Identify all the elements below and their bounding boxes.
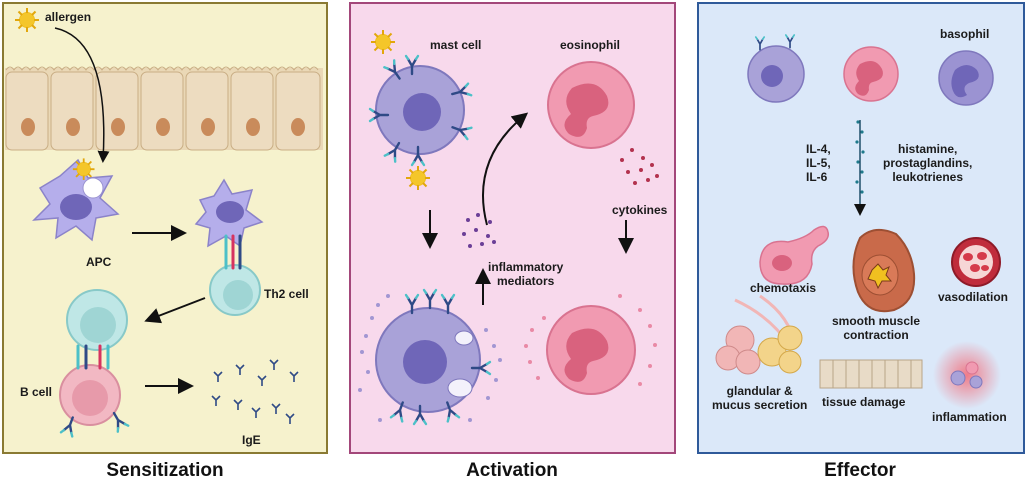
tissue-damage-layer — [819, 359, 923, 389]
mediator-dots — [462, 213, 496, 248]
title-sensitization: Sensitization — [106, 460, 224, 481]
label-mast-cell: mast cell — [430, 38, 482, 52]
allergen-uptake-arrow — [54, 27, 110, 163]
mediator-release-dots — [855, 120, 865, 194]
label-cytokines: cytokines — [612, 203, 668, 217]
ige-antibodies — [211, 359, 299, 424]
effector-eosinophil — [843, 46, 899, 102]
allergen-free-icon — [405, 165, 431, 191]
label-apc: APC — [86, 255, 112, 269]
label-smooth-muscle-contraction: smooth muscle contraction — [832, 314, 921, 342]
label-chemotaxis: chemotaxis — [750, 281, 817, 295]
chemotaxis-cell — [759, 225, 830, 285]
title-activation: Activation — [466, 460, 558, 481]
label-eosinophil: eosinophil — [560, 38, 620, 52]
degranulation-dots — [358, 294, 502, 422]
th2-to-bcell-arrow — [144, 297, 206, 324]
label-interleukins: IL-4, IL-5, IL-6 — [806, 142, 831, 184]
label-glandular-mucus-secretion: glandular & mucus secretion — [712, 384, 808, 412]
b-cell — [59, 289, 130, 438]
mast-cell-activated — [375, 288, 492, 426]
label-b-cell: B cell — [20, 385, 53, 399]
label-inflammatory-mediators: inflammatory mediators — [488, 260, 564, 288]
label-th2-cell: Th2 cell — [264, 287, 309, 301]
smooth-muscle-airway — [852, 228, 916, 313]
allergen-icon — [14, 7, 40, 33]
epithelium — [5, 66, 323, 151]
label-inflammation: inflammation — [932, 410, 1007, 424]
effector-mast-cell — [747, 34, 805, 103]
gland-clusters — [715, 294, 803, 375]
mediators-to-eosinophil-arrow — [482, 112, 529, 226]
eosinophil-activated — [546, 305, 636, 395]
label-tissue-damage: tissue damage — [822, 395, 906, 409]
th2-cell — [194, 178, 264, 316]
eosinophil-granule-dots — [524, 294, 657, 386]
label-allergen: allergen — [45, 10, 92, 24]
label-vasodilation: vasodilation — [938, 290, 1009, 304]
label-ige: IgE — [242, 433, 261, 447]
cytokine-dots — [620, 148, 659, 185]
label-basophil: basophil — [940, 27, 990, 41]
eosinophil-resting — [547, 61, 635, 149]
label-mediators: histamine, prostaglandins, leukotrienes — [883, 142, 973, 184]
title-effector: Effector — [824, 460, 896, 481]
inflammation-glow — [933, 341, 1001, 409]
vasodilation-vessel — [951, 237, 1001, 287]
apc-cell — [32, 157, 120, 242]
basophil-cell — [938, 50, 994, 106]
mast-cell-resting — [368, 54, 473, 167]
allergen-bound-icon — [370, 29, 396, 55]
